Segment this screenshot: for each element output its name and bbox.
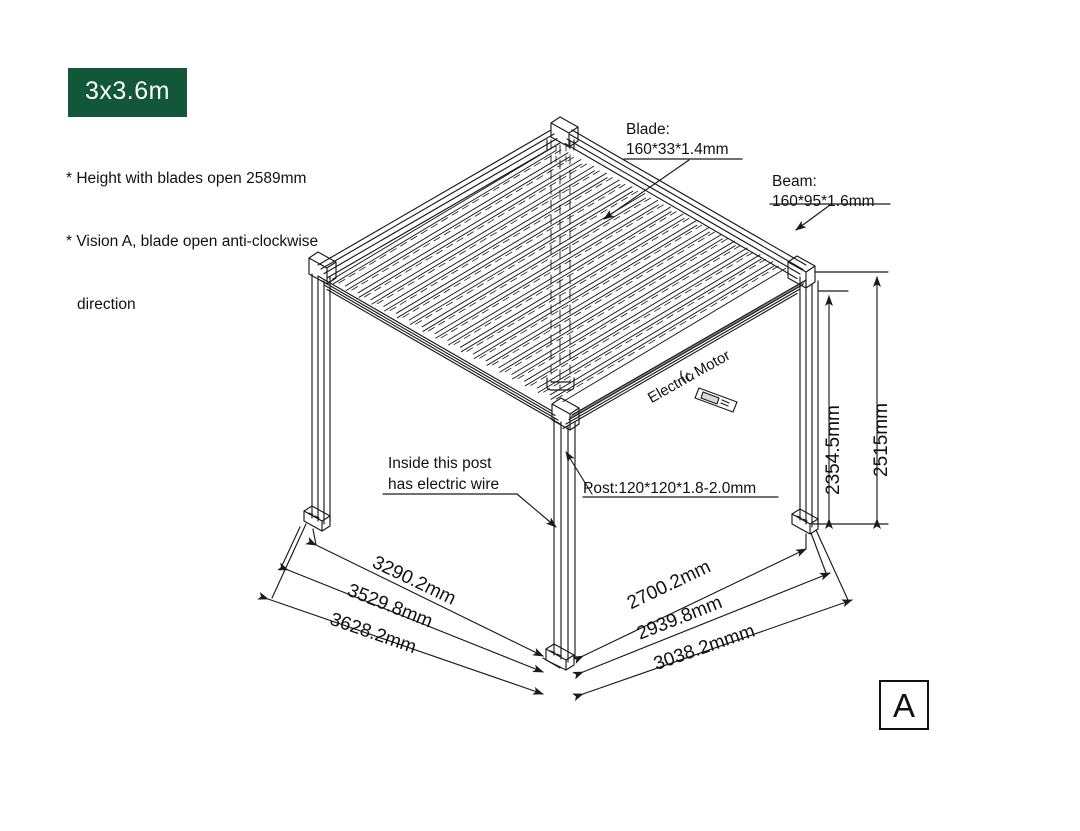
callout-beam: Beam: 160*95*1.6mm <box>772 172 875 212</box>
dimension-height-outer: 2515mm <box>871 403 892 477</box>
callout-beam-spec: 160*95*1.6mm <box>772 193 875 210</box>
callout-inside-post: Inside this post has electric wire <box>388 453 499 495</box>
callout-beam-title: Beam: <box>772 173 817 190</box>
callout-post: Post:120*120*1.8-2.0mm <box>583 480 757 497</box>
callout-blade-spec: 160*33*1.4mm <box>626 141 729 158</box>
callout-inside-post-line2: has electric wire <box>388 476 500 493</box>
view-marker-label: A <box>892 686 915 724</box>
callout-blade: Blade: 160*33*1.4mm <box>626 120 729 160</box>
dimension-height-inner: 2354.5mm <box>823 405 844 495</box>
remote-control-icon <box>680 370 738 413</box>
size-badge: 3x3.6m <box>68 68 187 117</box>
vertical-dimensions <box>811 271 889 529</box>
roof-blades-group <box>332 145 787 403</box>
note-line-1: * Height with blades open 2589mm <box>66 170 307 187</box>
right-run-dimensions <box>572 529 853 702</box>
notes-block: * Height with blades open 2589mm * Visio… <box>66 126 318 357</box>
callout-blade-title: Blade: <box>626 121 670 138</box>
left-run-dimensions <box>257 523 561 695</box>
note-line-3: direction <box>77 296 136 313</box>
callout-inside-post-line1: Inside this post <box>388 455 492 472</box>
view-marker-box: A <box>879 680 929 730</box>
note-line-2: * Vision A, blade open anti-clockwise <box>66 233 319 250</box>
